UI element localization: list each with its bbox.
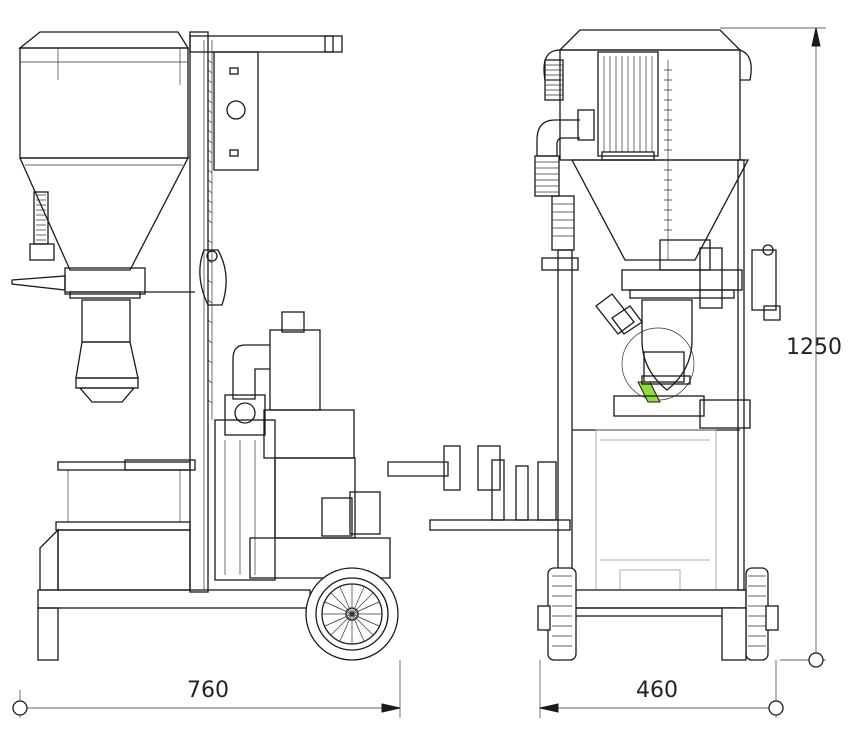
side-view — [11, 31, 399, 661]
dimension-width-left: 760 — [12, 660, 401, 718]
dimension-label-height: 1250 — [786, 335, 842, 360]
wheel — [305, 567, 399, 661]
dimension-label-width-left: 760 — [187, 678, 229, 703]
front-view — [387, 29, 781, 661]
dimension-height: 1250 — [720, 27, 842, 668]
filter-cartridge — [597, 51, 659, 161]
angled-nozzle — [595, 293, 643, 335]
dimension-width-right: 460 — [539, 660, 784, 718]
dimension-label-width-right: 460 — [636, 678, 678, 703]
flex-hose — [29, 191, 55, 261]
motor-unit — [214, 311, 391, 581]
